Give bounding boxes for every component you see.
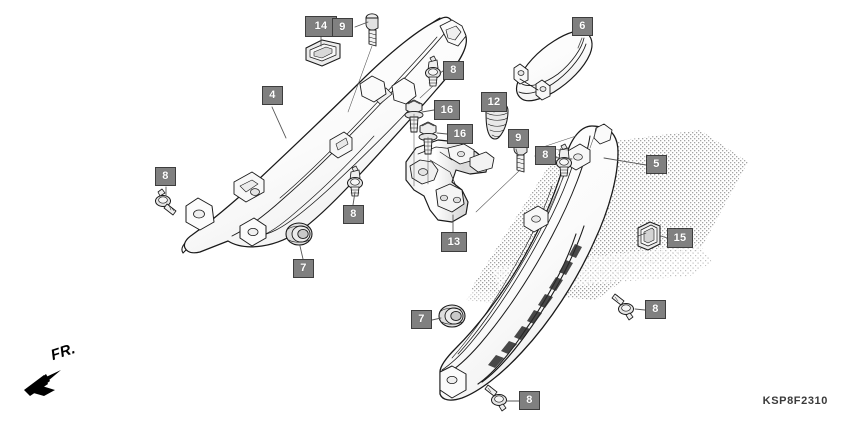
callout-16-upper[interactable]: 16	[434, 100, 460, 120]
fastener-clip-screw-top	[365, 13, 379, 47]
callout-5[interactable]: 5	[646, 155, 667, 174]
fastener-screw-left	[155, 188, 177, 216]
callout-8-upper-mid[interactable]: 8	[443, 61, 464, 80]
callout-7-lower[interactable]: 7	[411, 310, 432, 329]
callout-8-bottom[interactable]: 8	[519, 391, 540, 410]
part-left-side-cover	[181, 16, 468, 254]
callout-16-lower[interactable]: 16	[447, 124, 473, 144]
callout-4[interactable]: 4	[262, 86, 283, 105]
arrow-left-icon	[24, 370, 61, 396]
part-number-label: KSP8F2310	[762, 395, 828, 407]
fastener-screw-bottom	[484, 384, 507, 412]
part-clip-b	[637, 221, 661, 251]
part-right-side-cover	[439, 123, 619, 401]
fastener-screw-mid-right	[556, 143, 572, 177]
callout-8-left[interactable]: 8	[155, 167, 176, 186]
leader-lines	[165, 21, 668, 402]
part-grommet-lower	[438, 304, 466, 328]
callout-13[interactable]: 13	[441, 232, 467, 252]
callout-8-right-low[interactable]: 8	[645, 300, 666, 319]
part-grommet-left	[285, 222, 313, 246]
fastener-screw-upper-mid	[425, 55, 441, 87]
callout-12[interactable]: 12	[481, 92, 507, 112]
callout-8-mid-right[interactable]: 8	[535, 146, 556, 165]
callout-7-left[interactable]: 7	[293, 259, 314, 278]
fastener-screw-right-low	[611, 293, 634, 321]
callout-9-mid[interactable]: 9	[508, 129, 529, 148]
callout-9-top[interactable]: 9	[332, 18, 353, 37]
callout-6[interactable]: 6	[572, 17, 593, 36]
part-seat-rail-cover	[513, 30, 593, 102]
part-clip-a	[305, 39, 341, 67]
callout-8-center[interactable]: 8	[343, 205, 364, 224]
part-bracket-stay	[405, 139, 495, 223]
callout-15[interactable]: 15	[667, 228, 693, 248]
fastener-screw-center	[347, 165, 363, 197]
